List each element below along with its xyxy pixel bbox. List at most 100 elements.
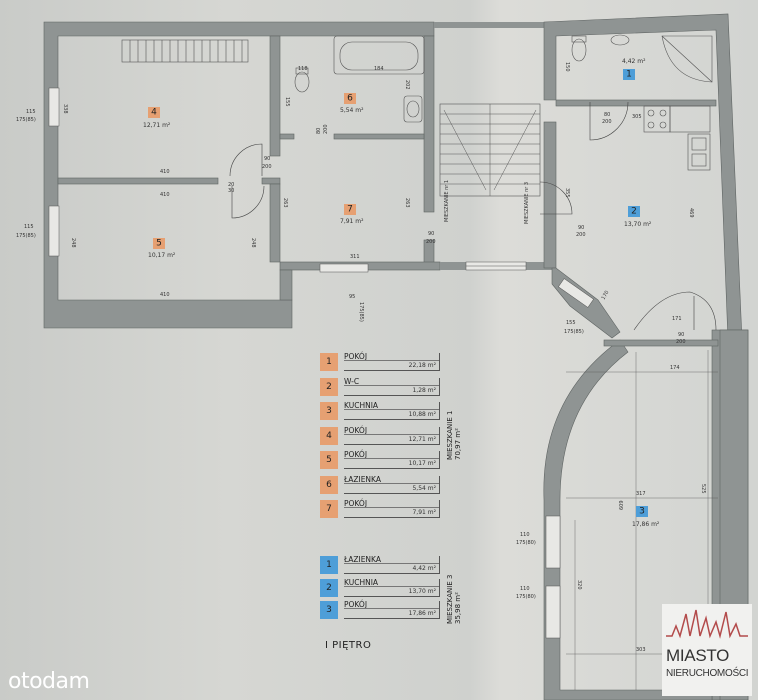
room-labels: 4 12,71 m² 5 10,17 m² 6 5,54 m² 7 7,91 m… bbox=[143, 58, 660, 528]
legend-room-name: ŁAZIENKA bbox=[344, 555, 381, 564]
svg-text:80: 80 bbox=[316, 128, 322, 134]
svg-text:175(80): 175(80) bbox=[516, 540, 536, 546]
floor-label: I PIĘTRO bbox=[325, 640, 372, 651]
room-3-number: 3 bbox=[639, 507, 645, 517]
svg-text:410: 410 bbox=[160, 169, 170, 175]
legend-room-name: ŁAZIENKA bbox=[344, 474, 381, 484]
svg-text:115: 115 bbox=[24, 224, 34, 230]
legend-room-area: 5,54 m² bbox=[412, 484, 436, 492]
svg-text:200: 200 bbox=[426, 239, 436, 245]
svg-text:90: 90 bbox=[264, 156, 270, 162]
svg-text:110: 110 bbox=[520, 586, 530, 592]
stair-label-m3: MIESZKANIE nr 3 bbox=[524, 182, 530, 224]
windows bbox=[48, 87, 594, 639]
svg-text:303: 303 bbox=[636, 647, 646, 653]
unit-3-walls bbox=[543, 13, 749, 700]
svg-text:305: 305 bbox=[632, 114, 642, 120]
stairwell bbox=[434, 22, 552, 271]
legend-room-area: 4,42 m² bbox=[412, 565, 436, 572]
legend-number: 4 bbox=[320, 426, 338, 445]
watermark-otodam: otodam bbox=[8, 669, 90, 694]
stair-label-m1: MIESZKANIE nr 1 bbox=[444, 180, 450, 222]
room-6-area: 5,54 m² bbox=[340, 107, 364, 114]
legend-room-area: 10,17 m² bbox=[408, 460, 436, 467]
legend-number: 3 bbox=[320, 601, 338, 619]
svg-text:200: 200 bbox=[323, 124, 329, 134]
svg-text:338: 338 bbox=[62, 104, 68, 114]
legend-number: 2 bbox=[320, 578, 338, 597]
brand-logo: MIASTO NIERUCHOMOŚCI bbox=[662, 604, 752, 696]
svg-text:175(85): 175(85) bbox=[358, 302, 364, 322]
svg-text:202: 202 bbox=[404, 80, 410, 90]
svg-text:175(85): 175(85) bbox=[564, 329, 584, 335]
svg-text:410: 410 bbox=[160, 192, 170, 198]
room-2-number: 2 bbox=[631, 207, 637, 217]
svg-text:410: 410 bbox=[160, 292, 170, 298]
room-6-number: 6 bbox=[347, 94, 353, 104]
svg-text:200: 200 bbox=[676, 339, 686, 345]
legend-room-area: 10,88 m² bbox=[408, 411, 436, 418]
svg-text:355: 355 bbox=[564, 188, 570, 198]
dimensions: 410 410 410 338 248 248 115 175(85) 115 … bbox=[16, 62, 706, 653]
svg-text:263: 263 bbox=[282, 198, 288, 208]
legend-unit-3-total: 35,98 m² bbox=[454, 592, 462, 624]
svg-text:609: 609 bbox=[619, 500, 625, 510]
legend-number: 1 bbox=[320, 556, 338, 574]
svg-text:30: 30 bbox=[228, 188, 234, 194]
room-5-number: 5 bbox=[156, 239, 162, 249]
svg-text:317: 317 bbox=[636, 491, 646, 497]
legend-number: 2 bbox=[320, 377, 338, 396]
legend-room-name: POKÓJ bbox=[344, 352, 368, 361]
room-1-area: 4,42 m² bbox=[622, 58, 646, 65]
legend-room-name: POKÓJ bbox=[344, 450, 368, 459]
svg-text:20: 20 bbox=[228, 182, 234, 188]
svg-text:118: 118 bbox=[298, 66, 308, 72]
svg-text:469: 469 bbox=[688, 208, 694, 218]
svg-text:200: 200 bbox=[262, 164, 272, 170]
logo-line-1: MIASTO bbox=[666, 646, 730, 665]
svg-text:248: 248 bbox=[250, 238, 256, 248]
svg-text:150: 150 bbox=[564, 62, 570, 72]
legend-number: 6 bbox=[320, 475, 338, 494]
svg-text:525: 525 bbox=[700, 484, 706, 494]
legend-row: 1 ŁAZIENKA 4,42 m² bbox=[320, 555, 440, 574]
legend-room-name: KUCHNIA bbox=[344, 577, 379, 587]
legend-room-name: W-C bbox=[344, 376, 360, 386]
legend-row: 6 ŁAZIENKA 5,54 m² bbox=[320, 474, 440, 494]
svg-text:171: 171 bbox=[672, 316, 682, 322]
room-7-number: 7 bbox=[347, 205, 353, 215]
svg-text:175(80): 175(80) bbox=[516, 594, 536, 600]
svg-text:263: 263 bbox=[404, 198, 410, 208]
legend-number: 3 bbox=[320, 402, 338, 420]
legend-room-name: POKÓJ bbox=[344, 499, 368, 508]
svg-text:80: 80 bbox=[604, 112, 610, 118]
room-7-area: 7,91 m² bbox=[340, 218, 364, 225]
legend-room-area: 13,70 m² bbox=[408, 587, 436, 595]
svg-text:320: 320 bbox=[576, 580, 582, 590]
svg-text:110: 110 bbox=[520, 532, 530, 538]
legend-number: 7 bbox=[320, 500, 338, 518]
svg-text:115: 115 bbox=[26, 109, 36, 115]
svg-text:200: 200 bbox=[576, 232, 586, 238]
room-4-number: 4 bbox=[151, 108, 157, 118]
svg-text:155: 155 bbox=[284, 97, 290, 107]
legend-unit-1-total: 70,97 m² bbox=[454, 428, 462, 460]
svg-text:90: 90 bbox=[678, 332, 684, 338]
room-5-area: 10,17 m² bbox=[148, 252, 176, 259]
svg-text:311: 311 bbox=[350, 254, 360, 260]
legend-room-area: 22,18 m² bbox=[408, 362, 436, 369]
legend-room-name: KUCHNIA bbox=[344, 401, 379, 410]
legend-room-area: 17,86 m² bbox=[408, 610, 436, 617]
legend-room-name: POKÓJ bbox=[344, 425, 368, 435]
svg-text:90: 90 bbox=[428, 231, 434, 237]
legend-row: 3 KUCHNIA 10,88 m² bbox=[320, 401, 440, 420]
